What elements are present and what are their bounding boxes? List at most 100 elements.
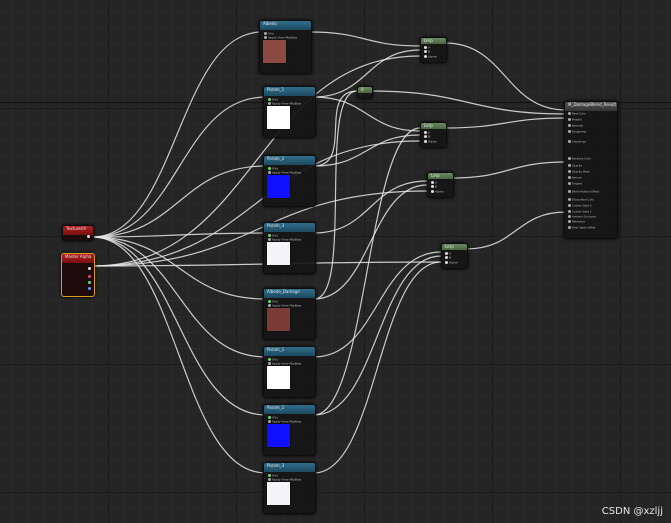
wire-0 [91, 31, 263, 238]
wire-23 [444, 42, 567, 111]
wire-13 [313, 49, 421, 98]
param-node-texture-uv[interactable]: TextureUV [62, 225, 94, 241]
result-pin[interactable]: Opacity [567, 164, 582, 168]
result-pin[interactable]: Anisotropy [567, 140, 586, 144]
wire-9 [91, 140, 421, 267]
pin-mipbias[interactable]: Apply View MipBias [267, 362, 301, 366]
wire-26 [465, 211, 567, 250]
wire-12 [309, 31, 421, 47]
pin-b[interactable] [87, 287, 92, 291]
node-title: Param_2 [264, 156, 315, 165]
pin-uvs[interactable]: UVs [267, 474, 278, 478]
result-pin[interactable]: Roughness [567, 130, 586, 134]
wire-16 [313, 180, 428, 234]
pin-mipbias[interactable]: Apply View MipBias [267, 171, 301, 175]
wire-28 [313, 127, 421, 416]
texture-node-param-3-b[interactable]: Param_3 UVs Apply View MipBias [263, 462, 316, 514]
lerp-node-2[interactable]: Lerp A B Alpha [420, 122, 447, 148]
lerp-node-3[interactable]: Lerp A B Alpha [427, 172, 454, 198]
result-pin[interactable]: Base Color [567, 112, 586, 116]
texture-preview [266, 423, 291, 448]
texture-preview [266, 105, 291, 130]
pin-uvs[interactable]: UVs [267, 234, 278, 238]
pin-b[interactable]: B [423, 50, 430, 54]
pin-r[interactable] [87, 275, 92, 279]
result-pin[interactable]: Specular [567, 124, 583, 128]
wire-17 [313, 184, 428, 300]
lerp-node-1[interactable]: Lerp A B Alpha [420, 37, 447, 63]
pin-mipbias[interactable]: Apply View MipBias [267, 420, 301, 424]
pin-mipbias[interactable]: Apply View MipBias [267, 304, 301, 308]
wire-3 [91, 232, 267, 238]
texture-node-param-1-b[interactable]: Param_1 UVs Apply View MipBias [263, 346, 316, 398]
result-pin[interactable]: Emissive Color [567, 157, 591, 161]
texture-node-param-2-b[interactable]: Param_2 UVs Apply View MipBias [263, 404, 316, 456]
node-title: Lerp [421, 38, 446, 44]
node-title: Lerp [428, 173, 453, 179]
node-title: Albedo_Damage [264, 289, 315, 298]
wire-4 [91, 236, 267, 300]
node-title: TextureUV [63, 226, 93, 235]
pin-b[interactable]: B [423, 135, 430, 139]
pin-mipbias[interactable]: Apply View MipBias [267, 238, 301, 242]
pin-uvs[interactable]: UVs [263, 32, 274, 36]
wire-1 [91, 96, 267, 238]
wire-2 [91, 165, 267, 238]
result-pin[interactable]: Custom Data 1 [567, 210, 591, 214]
texture-node-albedo[interactable]: Albedo UVs Apply View MipBias [259, 20, 312, 74]
texture-node-param-1[interactable]: Param_1 UVs Apply View MipBias [263, 86, 316, 138]
pin-uvs[interactable]: UVs [267, 167, 278, 171]
pin-alpha[interactable]: Alpha [444, 261, 458, 265]
pin-output[interactable] [87, 267, 92, 271]
node-title: Master Alpha [62, 254, 94, 263]
result-pin[interactable]: Normal [567, 176, 581, 180]
pin-uvs[interactable]: UVs [267, 300, 278, 304]
pin-mipbias[interactable]: Apply View MipBias [263, 36, 297, 40]
lerp-node-4[interactable]: Lerp A B Alpha [441, 243, 468, 269]
pin-a[interactable]: A [430, 181, 437, 185]
pin-uvs[interactable]: UVs [267, 416, 278, 420]
pin-uvs[interactable]: UVs [267, 98, 278, 102]
result-pin[interactable]: Tangent [567, 182, 582, 186]
pin-b[interactable]: B [444, 256, 451, 260]
pin-b[interactable]: B [430, 185, 437, 189]
node-title: Lerp [442, 244, 467, 250]
wire-18 [313, 251, 442, 358]
result-pin[interactable]: Opacity Mask [567, 170, 589, 174]
node-title: Albedo [260, 21, 311, 30]
result-pin[interactable]: Subsurface Color [567, 198, 594, 202]
constant-node[interactable]: 0 [357, 86, 373, 99]
texture-node-param-2[interactable]: Param_2 UVs Apply View MipBias [263, 155, 316, 207]
result-pin[interactable]: Custom Data 0 [567, 204, 591, 208]
pin-mipbias[interactable]: Apply View MipBias [267, 102, 301, 106]
texture-node-param-3[interactable]: Param_3 UVs Apply View MipBias [263, 222, 316, 274]
pin-alpha[interactable]: Alpha [423, 55, 437, 59]
pin-a[interactable]: A [423, 131, 430, 135]
texture-node-albedo-damage[interactable]: Albedo_Damage UVs Apply View MipBias [263, 288, 316, 340]
pin-uvs[interactable]: UVs [267, 358, 278, 362]
pin-alpha[interactable]: Alpha [430, 190, 444, 194]
wire-25 [451, 161, 567, 179]
node-title: Param_1 [264, 87, 315, 96]
wire-5 [91, 236, 267, 358]
pin-a[interactable]: A [423, 46, 430, 50]
pin-output[interactable] [86, 235, 91, 239]
result-pin[interactable]: Ambient Occlusion [567, 215, 596, 219]
pin-mipbias[interactable]: Apply View MipBias [267, 478, 301, 482]
result-pin[interactable]: Refraction [567, 220, 585, 224]
pin-a[interactable]: A [444, 252, 451, 256]
node-title: Lerp [421, 123, 446, 129]
wire-8 [91, 55, 421, 267]
wire-20 [313, 90, 358, 167]
result-pin[interactable]: Metallic [567, 118, 582, 122]
result-pin[interactable]: Pixel Depth Offset [567, 226, 595, 230]
wire-7 [91, 236, 267, 474]
node-title: Param_3 [264, 223, 315, 232]
result-pin[interactable]: World Position Offset [567, 190, 599, 194]
pin-g[interactable] [87, 281, 92, 285]
pin-alpha[interactable]: Alpha [423, 140, 437, 144]
param-node-master-alpha[interactable]: Master Alpha [61, 253, 95, 297]
